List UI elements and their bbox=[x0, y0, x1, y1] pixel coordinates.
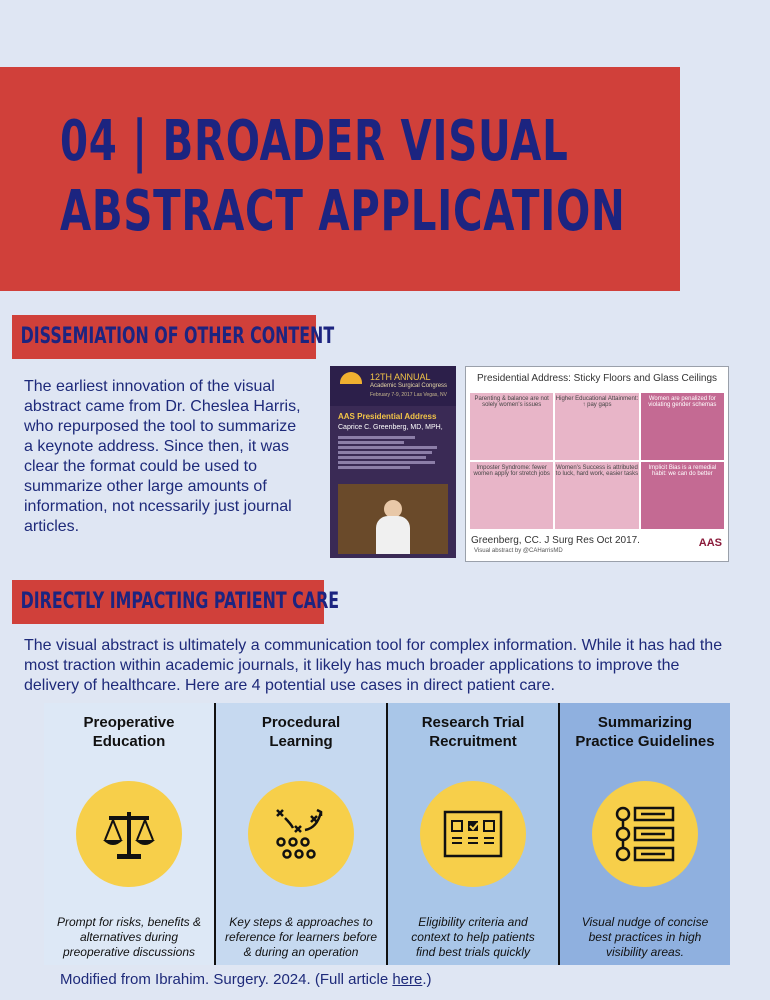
page-title: 04 | BROADER VISUAL ABSTRACT APPLICATION bbox=[60, 107, 625, 247]
va-grid: Parenting & balance are not solely women… bbox=[470, 393, 724, 529]
icon-circle bbox=[248, 781, 354, 887]
use-case-card-procedural: Procedural Learning Ke bbox=[216, 703, 388, 965]
use-case-title: Research Trial Recruitment bbox=[421, 714, 525, 750]
speaker-body bbox=[376, 516, 410, 554]
va-citation: Greenberg, CC. J Surg Res Oct 2017. bbox=[471, 535, 640, 546]
full-article-link[interactable]: here bbox=[392, 971, 423, 988]
speaker-video-still bbox=[338, 484, 448, 554]
checklist-board-icon bbox=[443, 810, 503, 858]
icon-circle bbox=[420, 781, 526, 887]
icon-circle bbox=[76, 781, 182, 887]
page-title-line-1: 04 | BROADER VISUAL bbox=[60, 109, 569, 174]
visual-abstract-thumbnail: Presidential Address: Sticky Floors and … bbox=[465, 366, 729, 562]
sun-logo-icon bbox=[340, 372, 362, 384]
use-case-title: Procedural Learning bbox=[261, 714, 341, 750]
slide-annual: 12TH ANNUAL bbox=[370, 372, 431, 382]
scales-icon bbox=[103, 812, 155, 859]
speaker-head bbox=[384, 500, 402, 518]
va-cell: Women's Success is attributed to luck, h… bbox=[555, 462, 639, 529]
patient-care-body-text: The visual abstract is ultimately a comm… bbox=[24, 637, 723, 694]
slide-date: February 7-9, 2017 Las Vegas, NV bbox=[370, 392, 447, 398]
va-cell: Women are penalized for violating gender… bbox=[640, 393, 724, 460]
use-case-description: Eligibility criteria and context to help… bbox=[411, 915, 535, 959]
section-label-patient-care: DIRECTLY IMPACTING PATIENT CARE bbox=[12, 580, 339, 624]
use-case-title: Preoperative Education bbox=[83, 714, 175, 750]
playbook-icon bbox=[276, 808, 323, 859]
va-credit: Visual abstract by @CAHarrisMD bbox=[474, 548, 563, 554]
guideline-list-icon bbox=[615, 806, 675, 862]
use-case-card-research: Research Trial Recruitment Eligibility c… bbox=[388, 703, 560, 965]
use-case-description: Key steps & approaches to reference for … bbox=[224, 915, 378, 959]
va-cell: Implicit Bias is a remedial habit: we ca… bbox=[640, 462, 724, 529]
use-case-title: Summarizing Practice Guidelines bbox=[575, 714, 715, 750]
section-label-dissemination: DISSEMIATION OF OTHER CONTENT bbox=[12, 315, 334, 359]
va-cell: Parenting & balance are not solely women… bbox=[470, 393, 554, 460]
use-case-description: Prompt for risks, benefits & alternative… bbox=[56, 915, 202, 959]
slide-address-title: AAS Presidential Address bbox=[338, 412, 437, 421]
use-case-cards: Preoperative Education Prompt for risks,… bbox=[44, 703, 730, 965]
va-cell: Higher Educational Attainment: ↑ pay gap… bbox=[555, 393, 639, 460]
use-case-card-guidelines: Summarizing Practice Guidelines V bbox=[560, 703, 730, 965]
va-cell: Imposter Syndrome: fewer women apply for… bbox=[470, 462, 554, 529]
va-title: Presidential Address: Sticky Floors and … bbox=[476, 373, 718, 384]
slide-speaker: Caprice C. Greenberg, MD, MPH, bbox=[338, 424, 443, 431]
aas-logo: AAS bbox=[698, 537, 722, 549]
slide-credential-lines bbox=[338, 436, 448, 471]
dissemination-body-text: The earliest innovation of the visual ab… bbox=[24, 378, 301, 535]
slide-congress: Academic Surgical Congress bbox=[370, 383, 448, 389]
header-banner: 04 | BROADER VISUAL ABSTRACT APPLICATION bbox=[0, 67, 680, 291]
page-title-line-2: ABSTRACT APPLICATION bbox=[60, 179, 626, 244]
footer-citation: Modified from Ibrahim. Surgery. 2024. (F… bbox=[60, 971, 432, 988]
slide-header-band: 12TH ANNUAL Academic Surgical Congress F… bbox=[330, 366, 456, 406]
use-case-card-preoperative: Preoperative Education Prompt for risks,… bbox=[44, 703, 216, 965]
icon-circle bbox=[592, 781, 698, 887]
keynote-slide-image: 12TH ANNUAL Academic Surgical Congress F… bbox=[330, 366, 456, 558]
use-case-description: Visual nudge of concise best practices i… bbox=[581, 915, 709, 959]
